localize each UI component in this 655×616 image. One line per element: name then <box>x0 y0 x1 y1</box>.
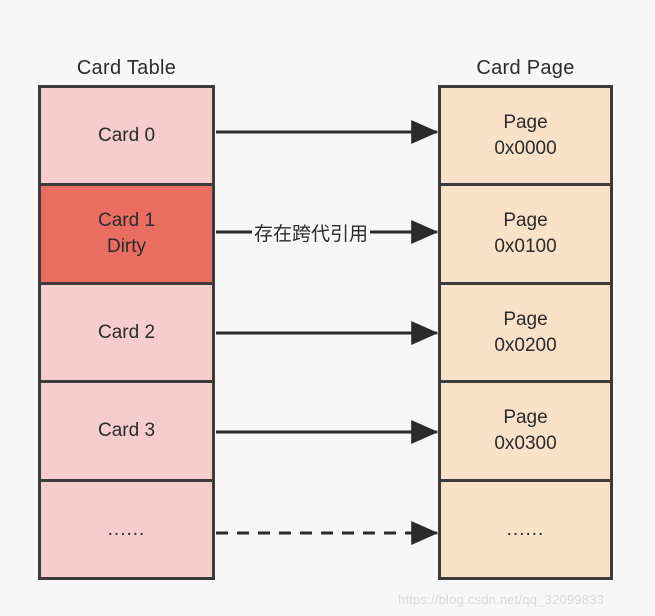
card-page-cell-0-line1: Page <box>503 112 548 134</box>
card-page-cell-0-line2: 0x0000 <box>494 137 557 159</box>
card-table-cell-3-line1: Card 3 <box>97 420 156 442</box>
card-page-cell-2[interactable]: Page 0x0200 <box>441 284 610 384</box>
card-page-cell-1[interactable]: Page 0x0100 <box>441 186 610 285</box>
card-table-cell-1-dirty[interactable]: Card 1 Dirty <box>41 186 212 285</box>
card-page-cell-4-line1: ...... <box>506 518 545 540</box>
card-table-cell-3[interactable]: Card 3 <box>41 383 212 482</box>
watermark-text: https://blog.csdn.net/qq_32099833 <box>398 592 605 607</box>
card-page-title: Card Page <box>476 57 575 79</box>
card-table-cell-1-line1: Card 1 <box>97 210 156 232</box>
card-table-cell-0-line1: Card 0 <box>97 124 156 146</box>
card-table-title: Card Table <box>76 57 177 79</box>
card-page-cell-1-line1: Page <box>503 210 548 232</box>
card-table-cell-1-line2: Dirty <box>106 236 147 258</box>
card-page-cell-4-ellipsis[interactable]: ...... <box>441 481 610 578</box>
card-page-cell-3-line2: 0x0300 <box>494 432 557 454</box>
card-table-cell-0[interactable]: Card 0 <box>41 88 212 187</box>
card-table-cell-4-line1: ...... <box>107 518 146 540</box>
card-table-cell-2[interactable]: Card 2 <box>41 284 212 384</box>
card-page-cell-3-line1: Page <box>503 407 548 429</box>
card-page-column: Page 0x0000 Page 0x0100 Page 0x0200 Page… <box>438 85 613 580</box>
card-page-cell-1-line2: 0x0100 <box>494 236 557 258</box>
card-table-column: Card 0 Card 1 Dirty Card 2 Card 3 ...... <box>38 85 215 580</box>
card-page-cell-2-line2: 0x0200 <box>494 334 557 356</box>
card-table-cell-4-ellipsis[interactable]: ...... <box>41 481 212 578</box>
card-page-cell-2-line1: Page <box>503 308 548 330</box>
card-table-cell-2-line1: Card 2 <box>97 321 156 343</box>
card-page-cell-0[interactable]: Page 0x0000 <box>441 88 610 187</box>
card-page-cell-3[interactable]: Page 0x0300 <box>441 383 610 482</box>
cross-generational-reference-label: 存在跨代引用 <box>252 219 371 246</box>
